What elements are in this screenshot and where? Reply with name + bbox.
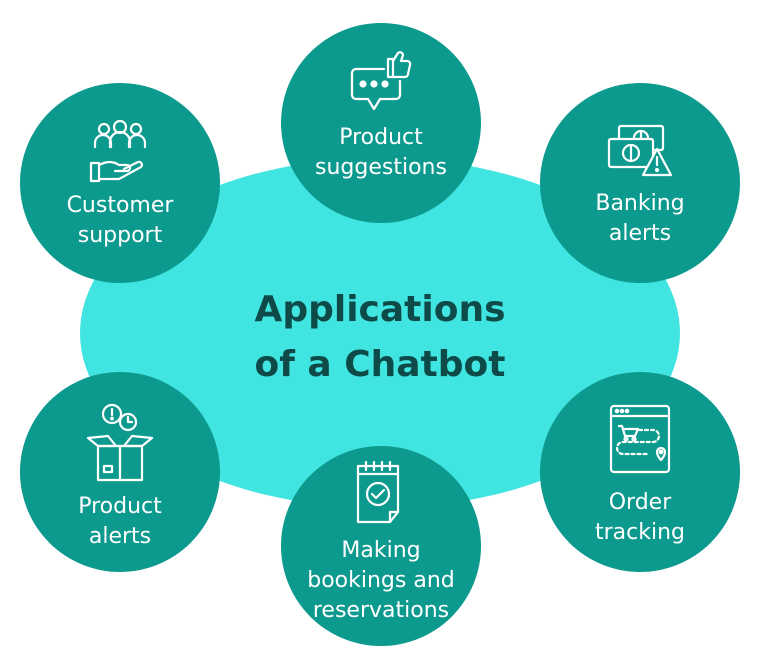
browser-route-icon <box>609 404 671 474</box>
box-alert-icon <box>84 402 156 484</box>
label-banking-alerts: Banking alerts <box>595 191 685 246</box>
node-order-tracking: Order tracking <box>540 372 740 572</box>
calendar-check-icon <box>354 458 408 526</box>
node-customer-support: Customer support <box>20 83 220 283</box>
label-order-tracking: Order tracking <box>594 490 685 545</box>
node-product-alerts: Product alerts <box>20 372 220 572</box>
node-banking-alerts: Banking alerts <box>540 83 740 283</box>
label-customer-support: Customer support <box>66 193 174 248</box>
diagram-title: Applications of a Chatbot <box>200 282 560 392</box>
node-product-suggestions: Product suggestions <box>281 23 481 223</box>
label-product-alerts: Product alerts <box>78 494 162 549</box>
title-line-2: of a Chatbot <box>254 344 506 385</box>
label-making-bookings: Making bookings and reservations <box>307 538 455 623</box>
people-hand-icon <box>88 119 152 185</box>
money-warning-icon <box>605 123 675 179</box>
title-line-1: Applications <box>254 289 506 330</box>
node-making-bookings: Making bookings and reservations <box>281 446 481 646</box>
label-product-suggestions: Product suggestions <box>315 125 447 180</box>
chat-thumbs-up-icon <box>350 45 412 113</box>
